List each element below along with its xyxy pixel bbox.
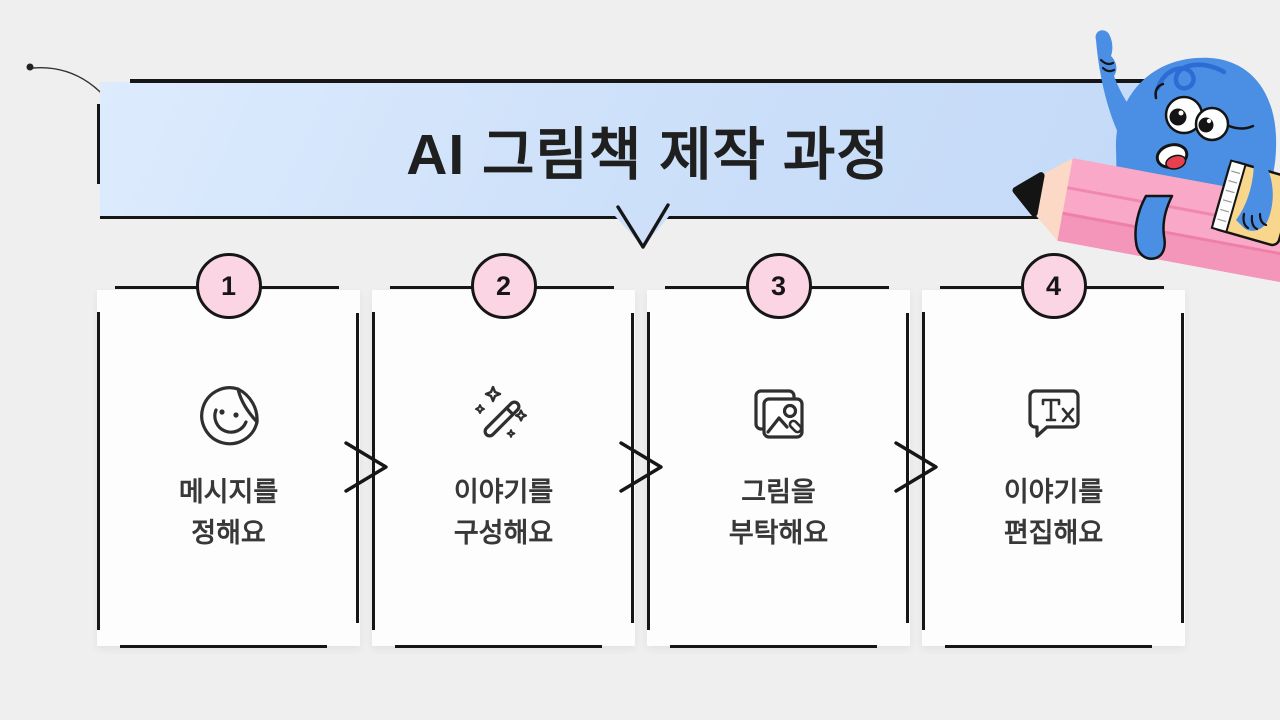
mascot-leg	[1134, 194, 1174, 260]
step-label: 이야기를 구성해요	[453, 477, 554, 548]
mascot-illustration	[1012, 30, 1280, 290]
sticker-smiley-icon	[196, 382, 262, 448]
flow-arrow-2	[619, 441, 663, 493]
step-number-badge: 1	[195, 253, 262, 319]
step-label: 그림을 부탁해요	[728, 477, 829, 548]
pencil	[1012, 158, 1280, 290]
step-label: 메시지를 정해요	[178, 477, 279, 548]
pictures-icon	[746, 382, 812, 448]
text-edit-icon	[1021, 382, 1087, 448]
step-label: 이야기를 편집해요	[1003, 477, 1104, 548]
mascot-hair-squiggle	[1155, 62, 1227, 91]
step-card-1: 1 메시지를 정해요	[97, 253, 360, 648]
step-number-badge: 4	[1020, 253, 1087, 319]
banner-left-line	[97, 104, 100, 184]
step-card-4: 4 이야기를 편집해요	[922, 253, 1185, 648]
title-banner: AI 그림책 제작 과정	[100, 82, 1208, 218]
flow-arrow-1	[344, 441, 388, 493]
magic-wand-icon	[471, 382, 537, 448]
page-title: AI 그림책 제작 과정	[406, 123, 890, 187]
banner-notch-arrow	[614, 203, 670, 249]
mascot-arm-on-book	[1236, 158, 1273, 231]
flow-arrow-3	[894, 441, 938, 493]
step-card-3: 3 그림을 부탁해요	[647, 253, 910, 648]
step-card-2: 2 이야기를 구성해요	[372, 253, 635, 648]
step-number-badge: 3	[745, 253, 812, 319]
mascot-eyebrow	[1154, 82, 1165, 100]
step-number-badge: 2	[470, 253, 537, 319]
banner-top-line	[130, 79, 1205, 83]
mascot-mouth	[1155, 143, 1189, 170]
